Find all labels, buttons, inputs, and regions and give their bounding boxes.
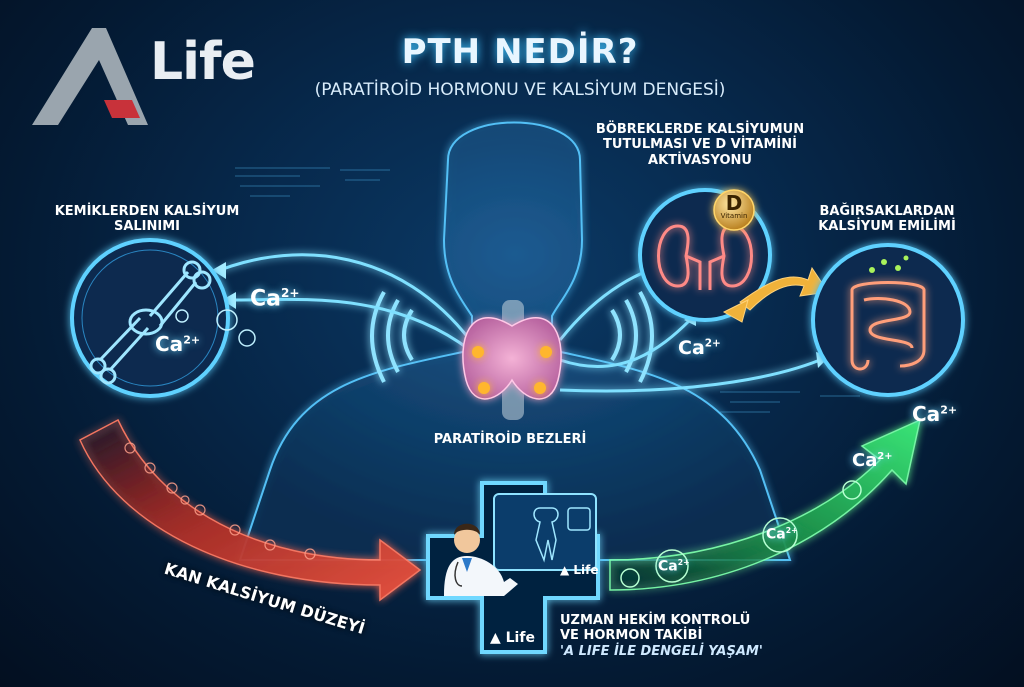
calcium-ion-label: Ca2+	[250, 286, 300, 312]
label-intestine-absorption: BAĞIRSAKLARDAN KALSİYUM EMİLİMİ	[818, 204, 956, 235]
blood-calcium-red-arrow	[79, 418, 422, 602]
vitamin-d-badge: D Vitamin	[714, 193, 754, 220]
signal-waves	[370, 291, 654, 383]
label-kidney-retention: BÖBREKLERDE KALSİYUMUN TUTULMASI VE D Vİ…	[595, 122, 805, 168]
green-rising-arrow	[609, 418, 922, 591]
calcium-ion-label: Ca2+	[852, 450, 893, 471]
calcium-ion-label: Ca2+	[678, 337, 721, 359]
page-subtitle: (PARATİROİD HORMONU VE KALSİYUM DENGESİ)	[314, 80, 726, 100]
gold-exchange-arrow	[722, 266, 829, 323]
medical-cross	[426, 481, 600, 654]
label-parathyroid-glands: PARATİROİD BEZLERİ	[433, 432, 587, 447]
monitor-brand-mark: ▲ Life	[560, 563, 599, 577]
kidney-circle	[638, 188, 772, 322]
hud-decoration	[235, 167, 860, 413]
calcium-ion-label: Ca2+	[912, 402, 958, 426]
logo-wordmark: Life	[150, 32, 256, 92]
intestine-circle	[811, 243, 965, 397]
specialist-line-3: 'A LIFE İLE DENGELİ YAŞAM'	[560, 643, 763, 659]
vitamin-letter: D	[725, 191, 743, 215]
vitamin-word: Vitamin	[720, 212, 748, 220]
calcium-ion-label: Ca2+	[766, 526, 798, 543]
page-title: PTH NEDİR?	[401, 32, 639, 72]
flow-arrows	[219, 253, 821, 393]
specialist-line-2: VE HORMON TAKİBİ	[560, 628, 703, 644]
calcium-ion-label: Ca2+	[155, 332, 201, 356]
calcium-ion-label: Ca2+	[658, 558, 690, 575]
parathyroid-glands	[462, 300, 562, 420]
bone-circle	[70, 238, 256, 398]
label-specialist-control: UZMAN HEKİM KONTROLÜ VE HORMON TAKİBİ 'A…	[560, 613, 800, 659]
a-life-logo-mark	[32, 28, 148, 125]
label-bone-release: KEMİKLERDEN KALSİYUM SALINIMI	[54, 204, 240, 235]
specialist-line-1: UZMAN HEKİM KONTROLÜ	[560, 613, 751, 628]
doctor-figure	[444, 523, 518, 596]
cross-brand-mark: ▲ Life	[490, 630, 535, 646]
